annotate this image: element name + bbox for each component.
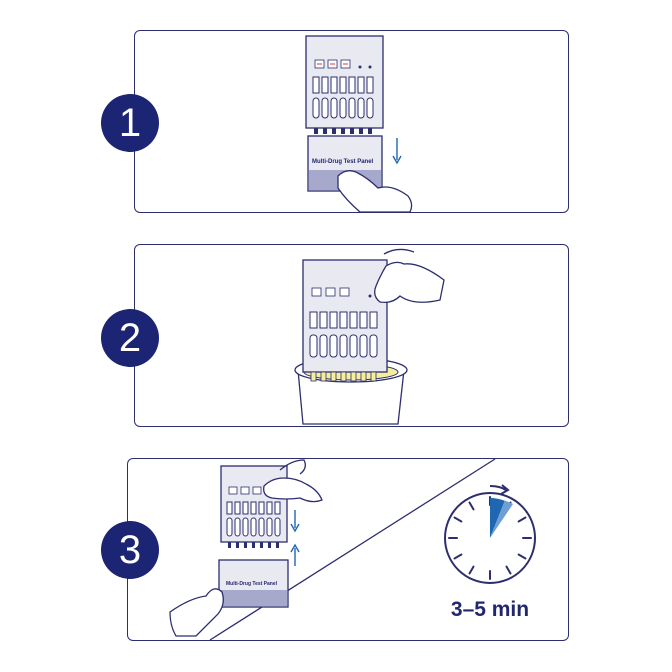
step-3-card-label: Multi-Drug Test Panel: [226, 581, 278, 587]
step-3-hand-top: [263, 459, 323, 503]
step-1-card-label: Multi-Drug Test Panel: [312, 159, 374, 165]
step-1-test-panel: [305, 35, 384, 134]
step-1-down-arrow: [392, 138, 402, 165]
step-3-cap-card: [218, 559, 289, 608]
step-3-arrows: [290, 510, 300, 566]
step-2-test-panel: [302, 259, 388, 382]
step-3-diagonal: [209, 458, 496, 641]
timer-label: 3–5 min: [450, 598, 530, 621]
timer-clock-icon: [444, 484, 536, 584]
step-1-badge: 1: [101, 94, 159, 152]
step-3-hand-bottom: [169, 588, 224, 637]
step-2-badge: 2: [101, 309, 159, 367]
step-3-badge: 3: [101, 521, 159, 579]
step-2-hand: [374, 248, 445, 304]
step-1-hand: [337, 170, 413, 213]
